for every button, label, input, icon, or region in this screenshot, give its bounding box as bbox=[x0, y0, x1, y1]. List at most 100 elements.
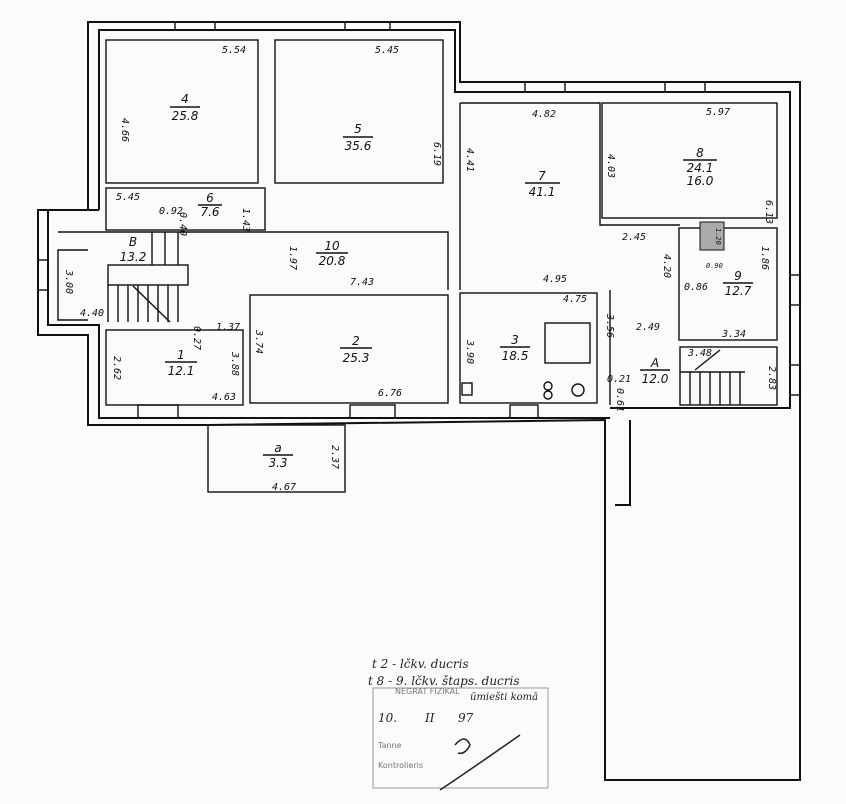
room-8 bbox=[601, 102, 778, 219]
stairs-right bbox=[680, 349, 745, 405]
room-5 bbox=[274, 39, 444, 184]
dimension: 3.00 bbox=[63, 269, 74, 294]
dimension: 2.83 bbox=[766, 366, 777, 390]
bath-fixture bbox=[544, 322, 591, 364]
stairs-b bbox=[107, 232, 189, 323]
dimension: 0.27 bbox=[191, 326, 202, 350]
dimension: 4.40 bbox=[80, 308, 104, 319]
windows bbox=[37, 21, 801, 419]
room-walls bbox=[57, 39, 778, 493]
dimension: 0.40 bbox=[177, 212, 188, 236]
dimension: 1.20 bbox=[714, 228, 722, 245]
dimension: 3.90 bbox=[464, 339, 475, 364]
dimension: 6.76 bbox=[378, 388, 402, 399]
room-9 bbox=[678, 227, 778, 341]
room-area: 12.1 bbox=[168, 364, 195, 378]
note-line: ūmiešti komā bbox=[470, 692, 538, 703]
dimension: 3.48 bbox=[687, 348, 712, 359]
dimension-labels: 5.54 4.66 5.45 6.19 5.45 1.43 0.92 0.40 … bbox=[63, 45, 777, 493]
room-number: 10 bbox=[324, 239, 340, 253]
room-number: a bbox=[274, 441, 281, 455]
room-number: 8 bbox=[696, 146, 704, 160]
room-area: 25.3 bbox=[343, 351, 370, 365]
stamp-row: Tanne bbox=[377, 741, 402, 750]
dimension: 0.92 bbox=[159, 206, 183, 217]
dimension: 1.97 bbox=[287, 246, 298, 270]
stamp-row: Kontrolieris bbox=[378, 761, 423, 770]
room-number: 5 bbox=[354, 122, 362, 136]
dimension: 5.45 bbox=[375, 45, 399, 56]
room-area: 24.1 bbox=[687, 161, 714, 175]
dimension: 5.45 bbox=[116, 192, 140, 203]
room-6 bbox=[105, 187, 266, 231]
room-labels: 4 25.8 5 35.6 6 7.6 B 13.2 10 20.8 1 12.… bbox=[120, 92, 753, 470]
room-number: 1 bbox=[177, 348, 185, 362]
note-line: t 2 - lčkv. ducris bbox=[372, 657, 469, 671]
dimension: 4.75 bbox=[563, 294, 587, 305]
dimension: 4.82 bbox=[532, 109, 556, 120]
room-area: 13.2 bbox=[120, 250, 147, 264]
room-area: 12.0 bbox=[642, 372, 669, 386]
room-number: 2 bbox=[352, 334, 360, 348]
date-year: 97 bbox=[458, 711, 474, 725]
dimension: 5.97 bbox=[706, 107, 730, 118]
room-number: 7 bbox=[538, 169, 546, 183]
dimension: 1.37 bbox=[216, 322, 240, 333]
stamp-header: NEGRAT FIZIKAL bbox=[395, 687, 460, 696]
dimension: 2.45 bbox=[622, 232, 646, 243]
room-number: B bbox=[129, 235, 137, 249]
sink-icon bbox=[543, 381, 553, 391]
room-area-secondary: 16.0 bbox=[687, 174, 714, 188]
dimension: 3.88 bbox=[229, 351, 240, 376]
dimension: 0.90 bbox=[706, 262, 723, 270]
room-number: A bbox=[650, 356, 659, 370]
porch-a bbox=[207, 424, 346, 493]
dimension: 7.43 bbox=[350, 277, 374, 288]
room-number: 4 bbox=[181, 92, 189, 106]
dimension: 2.49 bbox=[636, 322, 660, 333]
dimension: 6.13 bbox=[763, 200, 774, 224]
room-area: 25.8 bbox=[172, 109, 199, 123]
room-area: 20.8 bbox=[319, 254, 346, 268]
dimension: 0.61 bbox=[614, 388, 625, 412]
room-area: 3.3 bbox=[268, 456, 287, 470]
room-number: 6 bbox=[206, 191, 214, 205]
dimension: 3.34 bbox=[721, 329, 746, 340]
dimension: 2.37 bbox=[329, 445, 340, 469]
dimension: 4.41 bbox=[464, 148, 475, 172]
note-line: t 8 - 9. lčkv. štaps. ducris bbox=[368, 674, 520, 688]
date-month: II bbox=[424, 711, 435, 725]
dimension: 4.66 bbox=[119, 118, 130, 142]
stove bbox=[699, 221, 725, 251]
room-area: 41.1 bbox=[529, 185, 556, 199]
dimension: 4.67 bbox=[272, 482, 296, 493]
room-number: 9 bbox=[734, 269, 742, 283]
dimension: 5.54 bbox=[222, 45, 246, 56]
dimension: 4.03 bbox=[605, 154, 616, 178]
toilet-icon bbox=[571, 383, 585, 397]
dimension: 0.86 bbox=[684, 282, 708, 293]
dimension: 6.19 bbox=[431, 142, 442, 166]
handwritten-notes: t 2 - lčkv. ducris t 8 - 9. lčkv. štaps.… bbox=[368, 657, 538, 725]
stairs-lower-right bbox=[679, 346, 778, 406]
dimension: 2.62 bbox=[111, 356, 122, 380]
dimension: 4.95 bbox=[543, 274, 567, 285]
room-2 bbox=[249, 294, 449, 404]
dimension: 0.21 bbox=[607, 374, 631, 385]
dimension: 4.63 bbox=[212, 392, 236, 403]
dimension: 1.86 bbox=[759, 246, 770, 270]
room-area: 35.6 bbox=[345, 139, 372, 153]
room-area: 12.7 bbox=[725, 284, 752, 298]
room-area: 7.6 bbox=[200, 205, 219, 219]
dimension: 1.43 bbox=[240, 208, 251, 232]
date-day: 10. bbox=[378, 711, 397, 725]
approval-stamp: NEGRAT FIZIKAL Tanne Kontrolieris bbox=[372, 687, 549, 791]
dimension: 3.56 bbox=[604, 313, 615, 338]
dimension: 4.20 bbox=[661, 254, 672, 278]
room-area: 18.5 bbox=[502, 349, 529, 363]
room-4 bbox=[105, 39, 259, 184]
dimension: 3.74 bbox=[253, 329, 264, 354]
room-3 bbox=[459, 292, 598, 404]
